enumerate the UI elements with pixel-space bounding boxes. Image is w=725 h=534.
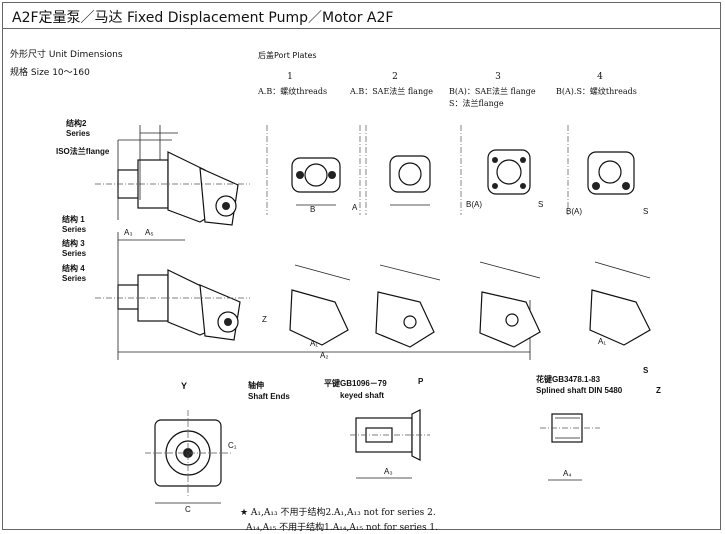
plate-2-label: A.B：SAE法兰 flange: [350, 87, 433, 96]
port-plate-1-side: [289, 264, 351, 346]
dim-a3: A₃: [124, 228, 133, 237]
view-y-drawing: [145, 410, 232, 504]
splined-shaft-en: Splined shaft DIN 5480: [536, 386, 623, 395]
unit-dimensions-label: 外形尺寸 Unit Dimensions: [10, 50, 123, 60]
splined-shaft-drawing: [540, 413, 600, 481]
pump-side-view-top: [95, 125, 250, 226]
keyed-shaft-drawing: [350, 409, 430, 479]
port-plate-1-front: [266, 125, 361, 215]
size-range-label: 规格 Size 10～160: [10, 68, 90, 78]
dim-a4-spline: A₄: [563, 469, 572, 478]
series-3-label: 结构 3: [62, 239, 85, 248]
series-4-en: Series: [62, 274, 87, 283]
plate-1-label: A.B：螺纹threads: [258, 87, 328, 96]
iso-flange-label: ISO法兰flange: [56, 147, 110, 156]
port-plate-3-front: [460, 125, 531, 215]
dim-ba-plate4: B(A): [566, 207, 582, 216]
keyed-shaft-letter: P: [418, 377, 424, 386]
dim-s-plate3: S: [538, 200, 543, 209]
dim-a2: A₂: [320, 351, 328, 360]
series-1-label: 结构 1: [62, 215, 85, 224]
dim-z: Z: [262, 315, 267, 324]
title-bar: A2F定量泵／马达 Fixed Displacement Pump／Motor …: [2, 2, 721, 29]
plate-2-number: 2: [392, 72, 398, 82]
splined-shaft-z: Z: [656, 386, 661, 395]
series-1-en: Series: [62, 225, 87, 234]
keyed-shaft-en: keyed shaft: [340, 391, 385, 400]
shaft-ends-cn: 轴伸: [248, 381, 264, 390]
dim-a-plate1: A: [352, 203, 358, 212]
dim-s-plate4: S: [643, 207, 648, 216]
dim-a5: A₅: [145, 228, 154, 237]
series-2-label: 结构2: [66, 119, 87, 128]
plate-3-label: B(A)：SAE法兰 flange: [449, 87, 536, 96]
series-3-en: Series: [62, 249, 87, 258]
note-line-2: A₁₄,A₁₅ 不用于结构1.A₁₄,A₁₅ not for series 1.: [246, 523, 439, 533]
dim-c: C: [185, 505, 191, 514]
port-plate-4-side: [589, 261, 651, 346]
dim-c1: C₁: [228, 441, 237, 450]
port-plate-4-front: [567, 125, 635, 215]
pump-side-view-bottom: [95, 232, 531, 360]
series-2-en: Series: [66, 129, 91, 138]
page-title: A2F定量泵／马达 Fixed Displacement Pump／Motor …: [12, 10, 394, 26]
plate-4-label: B(A).S：螺纹threads: [556, 87, 637, 96]
splined-shaft-cn: 花键GB3478.1-83: [536, 375, 601, 384]
dim-a1-plate4: A₁: [598, 337, 606, 346]
port-plate-2-front: [365, 125, 431, 215]
port-plate-3-side: [479, 261, 541, 348]
dim-a3-keyed: A₃: [384, 467, 393, 476]
series-4-label: 结构 4: [62, 264, 85, 273]
port-plate-2-side: [375, 264, 441, 348]
keyed-shaft-cn: 平键GB1096－79: [324, 379, 387, 388]
note-line-1: ★ A₁,A₁₃ 不用于结构2.A₁,A₁₃ not for series 2.: [240, 508, 436, 518]
dim-a1-plate1: A₁: [310, 339, 318, 348]
dim-b-plate1: B: [310, 205, 315, 214]
shaft-ends-en: Shaft Ends: [248, 392, 290, 401]
plate-3-number: 3: [495, 72, 501, 82]
port-plates-label: 后盖Port Plates: [258, 51, 317, 60]
splined-shaft-letter: S: [643, 366, 649, 375]
plate-3-label-2: S：法兰flange: [449, 99, 504, 108]
dim-ba-plate3: B(A): [466, 200, 482, 209]
plate-1-number: 1: [287, 72, 293, 82]
plate-4-number: 4: [597, 72, 603, 82]
view-y-label: Y: [181, 381, 188, 391]
